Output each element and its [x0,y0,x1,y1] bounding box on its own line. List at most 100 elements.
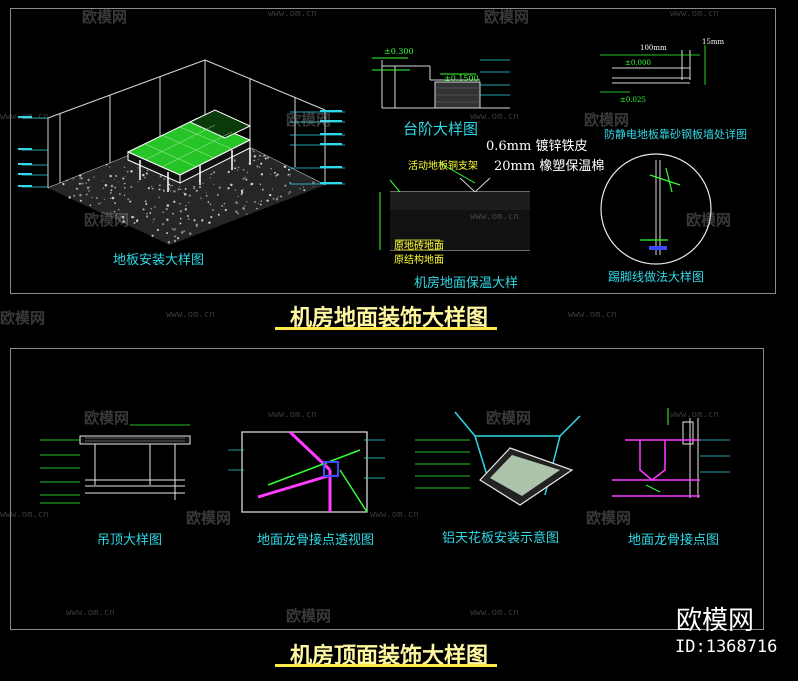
gravel-dot [85,193,88,196]
gravel-dot [289,175,291,177]
gravel-dot [173,200,176,203]
gravel-dot [237,212,239,215]
gravel-dot [171,227,174,230]
watermark-logo: 欧模网 [486,409,532,427]
gravel-dot [183,193,187,196]
gravel-dot [123,182,126,185]
gravel-dot [272,197,275,200]
gravel-dot [81,182,84,185]
gravel-dot [145,215,149,218]
gravel-dot [115,175,117,177]
gravel-dot [172,212,174,215]
gravel-dot [79,199,82,202]
gravel-dot [253,150,255,152]
gravel-dot [121,215,125,219]
gravel-dot [162,223,165,226]
gravel-dot [244,205,246,207]
orig-floor-note: 原地砖地面 [394,241,444,252]
gravel-dot [105,163,108,166]
gravel-dot [78,182,81,185]
gravel-dot [271,188,274,190]
watermark-url: www.om.cn [370,510,419,520]
gravel-dot [86,186,90,190]
gravel-dot [117,208,120,211]
watermark-url: www.om.cn [0,510,49,520]
watermark-url: www.om.cn [470,212,519,222]
brand-logo-text: 欧模网 [676,606,755,636]
gravel-dot [283,165,287,168]
gravel-dot [150,185,153,188]
gravel-dot [99,202,102,204]
gravel-dot [269,193,272,197]
gravel-dot [262,155,264,158]
watermark-logo: 欧模网 [686,211,732,229]
gravel-dot [183,191,185,193]
gravel-dot [288,191,291,193]
gravel-dot [109,166,111,168]
gravel-dot [136,219,139,222]
gravel-dot [123,166,126,169]
gravel-dot [276,173,279,176]
gravel-dot [242,188,244,190]
gravel-dot [109,174,112,178]
gravel-dot [266,199,269,202]
gravel-dot [68,196,71,199]
gravel-dot [177,237,180,240]
brand-id: ID:1368716 [675,637,778,657]
floor-install-caption: 地板安装大样图 [113,253,205,268]
gravel-dot [87,178,90,182]
gravel-dot [114,202,116,204]
gravel-dot [237,195,239,197]
gravel-dot [258,166,261,168]
gravel-dot [256,165,259,168]
gravel-dot [236,169,239,171]
gravel-dot [89,185,91,187]
bottom-section-frame [10,348,764,630]
gravel-dot [245,200,248,203]
gravel-dot [235,210,238,213]
gravel-dot [153,218,155,221]
gravel-dot [275,198,279,201]
gravel-dot [123,194,126,196]
gravel-dot [210,215,213,219]
watermark-url: www.om.cn [568,310,617,320]
top-title-underline [275,327,497,330]
gravel-dot [246,171,249,174]
gravel-dot [201,219,204,222]
gravel-dot [122,220,125,223]
gravel-dot [179,217,182,220]
keel-joint-caption: 地面龙骨接点图 [628,533,720,548]
gravel-dot [233,159,236,162]
gravel-dot [166,232,169,235]
gravel-dot [259,203,262,206]
gravel-dot [142,173,145,177]
gravel-dot [275,174,278,177]
gravel-dot [260,162,263,165]
gravel-dot [146,212,148,215]
gravel-dot [262,189,264,191]
gravel-dot [87,189,90,192]
gravel-dot [168,188,171,190]
gravel-dot [89,204,92,207]
gravel-dot [303,189,306,192]
gravel-dot [188,194,191,197]
gravel-dot [195,223,198,226]
gravel-dot [183,230,186,233]
gravel-dot [168,183,171,186]
gravel-dot [149,212,152,214]
gravel-dot [227,170,230,174]
gravel-dot [202,182,204,185]
gravel-dot [244,176,247,179]
gravel-dot [151,234,154,237]
gravel-dot [185,204,187,207]
gravel-dot [173,239,177,243]
gravel-dot [195,189,199,193]
gravel-dot [171,184,174,187]
watermark-url: www.om.cn [470,608,519,618]
top-section-title: 机房地面装饰大样图 [289,305,488,331]
gravel-dot [258,159,260,161]
